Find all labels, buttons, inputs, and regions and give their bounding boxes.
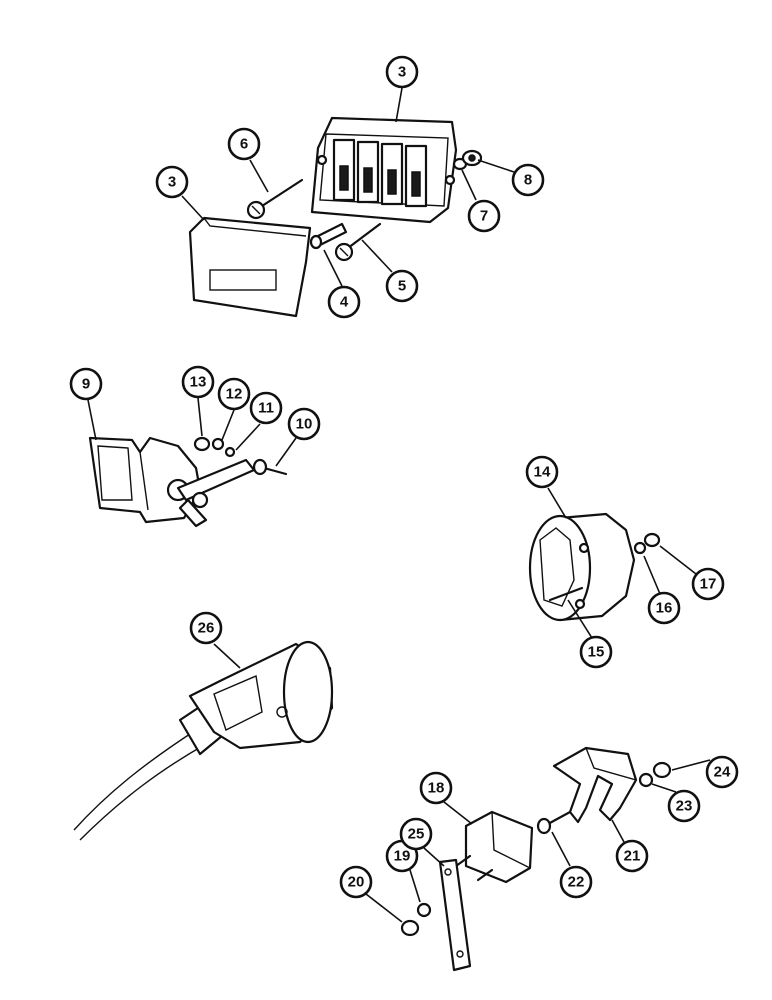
mounting-clamp <box>552 746 638 824</box>
callout-3-left-label: 3 <box>168 174 176 191</box>
callout-10-label: 10 <box>296 416 313 433</box>
callout-26: 26 <box>189 611 223 645</box>
washer-23 <box>638 772 654 788</box>
callout-11-label: 11 <box>258 400 274 417</box>
callout-22: 22 <box>559 865 593 899</box>
washer-16 <box>633 541 647 555</box>
callout-5: 5 <box>385 269 419 303</box>
relay-block <box>454 810 534 884</box>
callout-16-label: 16 <box>656 600 673 617</box>
screw-22 <box>536 810 572 835</box>
link-strip-25 <box>438 858 472 972</box>
washer-19 <box>416 902 432 918</box>
callout-4-label: 4 <box>340 294 349 311</box>
callout-15: 15 <box>579 635 613 669</box>
callout-24-label: 24 <box>714 764 731 781</box>
callout-17-label: 17 <box>700 576 717 593</box>
callout-11: 11 <box>249 391 283 425</box>
callout-13-label: 13 <box>190 374 207 391</box>
callout-25: 25 <box>399 817 433 851</box>
screw-6 <box>246 178 304 220</box>
callout-3-left: 3 <box>155 165 189 199</box>
callout-22-label: 22 <box>568 874 585 891</box>
callout-9: 9 <box>69 367 103 401</box>
fuse-box-base <box>310 116 458 224</box>
callout-26-label: 26 <box>198 620 215 637</box>
callout-18-label: 18 <box>428 780 445 797</box>
callout-3-top-label: 3 <box>398 64 406 81</box>
callout-14: 14 <box>525 455 559 489</box>
callout-8-label: 8 <box>524 172 532 189</box>
nut-24 <box>652 761 672 779</box>
fuse <box>309 222 348 250</box>
callout-6: 6 <box>227 127 261 161</box>
callout-16: 16 <box>647 591 681 625</box>
nut-17 <box>643 532 661 548</box>
callout-18: 18 <box>419 771 453 805</box>
callout-4: 4 <box>327 285 361 319</box>
nut-20 <box>400 919 420 937</box>
callout-13: 13 <box>181 365 215 399</box>
lamp-switch-bracket <box>176 458 256 528</box>
trailer-plug <box>188 640 334 750</box>
callout-20: 20 <box>339 865 373 899</box>
callout-17: 17 <box>691 567 725 601</box>
nut-13 <box>193 436 211 452</box>
callout-14-label: 14 <box>534 464 551 481</box>
callout-10: 10 <box>287 407 321 441</box>
bolt-10 <box>252 458 288 476</box>
callout-23: 23 <box>667 789 701 823</box>
callout-3-top: 3 <box>385 55 419 89</box>
callout-7: 7 <box>467 199 501 233</box>
trailer-socket <box>528 512 636 622</box>
callout-9-label: 9 <box>82 376 90 393</box>
leader-lines <box>87 87 711 923</box>
callout-8: 8 <box>511 163 545 197</box>
callout-21-label: 21 <box>624 848 641 865</box>
fuse-box-cover <box>188 216 312 318</box>
callout-25-label: 25 <box>408 826 425 843</box>
nut-8 <box>461 149 483 167</box>
callout-20-label: 20 <box>348 874 365 891</box>
callout-6-label: 6 <box>240 136 248 153</box>
callout-21: 21 <box>615 839 649 873</box>
callout-23-label: 23 <box>676 798 693 815</box>
callout-7-label: 7 <box>480 208 488 225</box>
callout-12: 12 <box>217 377 251 411</box>
washer-11 <box>224 446 236 458</box>
callout-12-label: 12 <box>226 386 243 403</box>
screw-5 <box>334 222 382 262</box>
callout-19-label: 19 <box>394 848 411 865</box>
callout-24: 24 <box>705 755 739 789</box>
callout-15-label: 15 <box>588 644 605 661</box>
washer-12 <box>211 437 225 451</box>
callout-5-label: 5 <box>398 278 406 295</box>
